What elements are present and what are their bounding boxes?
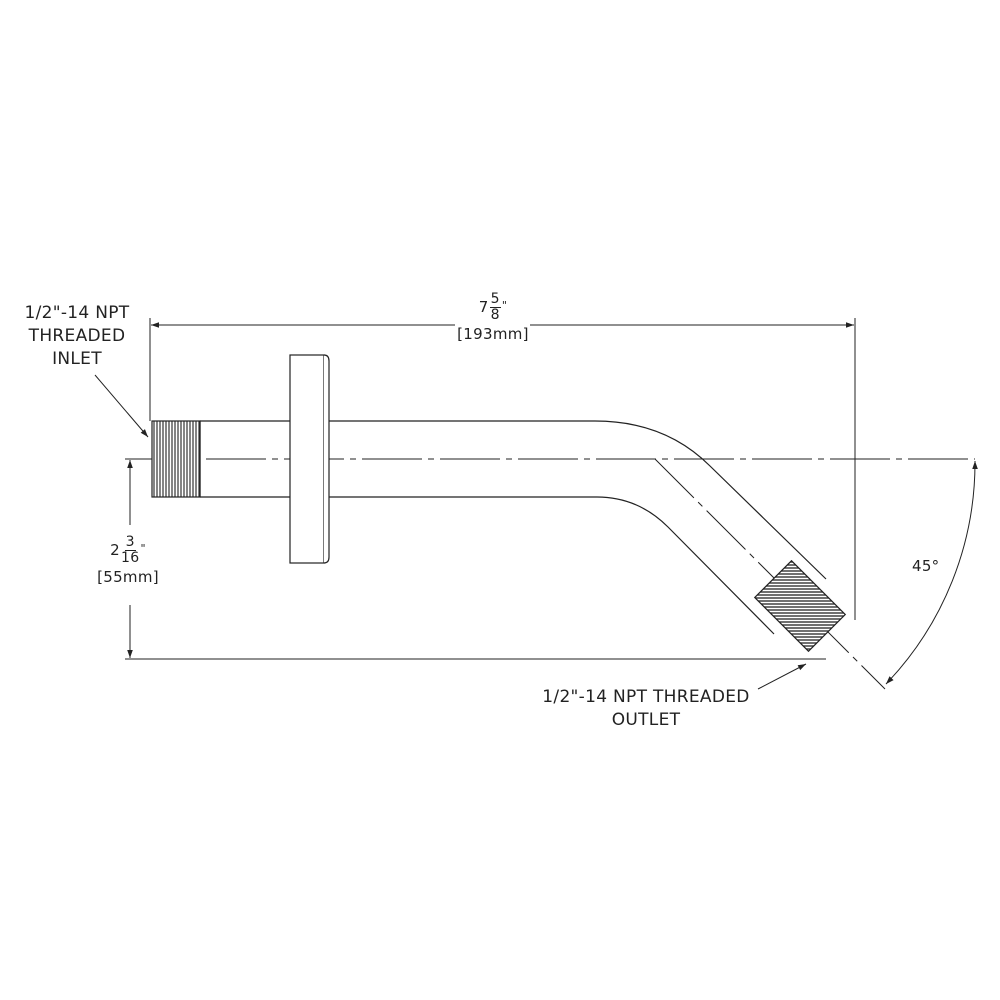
inlet-leader bbox=[94, 374, 149, 438]
outlet-threads bbox=[753, 559, 847, 653]
angle-label: 45° bbox=[912, 557, 940, 575]
outlet-label: 1/2"-14 NPT THREADED OUTLET bbox=[528, 686, 764, 732]
length-metric: [193mm] bbox=[457, 325, 529, 343]
angle-arc bbox=[885, 460, 978, 685]
outlet-leader bbox=[757, 663, 807, 690]
pipe-top-edge bbox=[200, 420, 827, 580]
flange bbox=[289, 354, 325, 564]
inlet-label-line2: THREADED bbox=[28, 326, 126, 346]
inlet-label: 1/2"-14 NPT THREADED INLET bbox=[18, 302, 136, 371]
inlet-label-line3: INLET bbox=[52, 349, 102, 369]
pipe-bottom-edge bbox=[200, 496, 775, 635]
inlet-threads bbox=[151, 420, 201, 498]
drop-metric: [55mm] bbox=[97, 568, 159, 586]
drop-whole: 2 bbox=[110, 541, 121, 559]
outlet-label-line2: OUTLET bbox=[611, 710, 681, 730]
angled-centerline bbox=[654, 458, 886, 690]
outlet-label-line1: 1/2"-14 NPT THREADED bbox=[542, 687, 750, 707]
length-whole: 7 bbox=[478, 298, 489, 316]
inlet-label-line1: 1/2"-14 NPT bbox=[24, 303, 130, 323]
